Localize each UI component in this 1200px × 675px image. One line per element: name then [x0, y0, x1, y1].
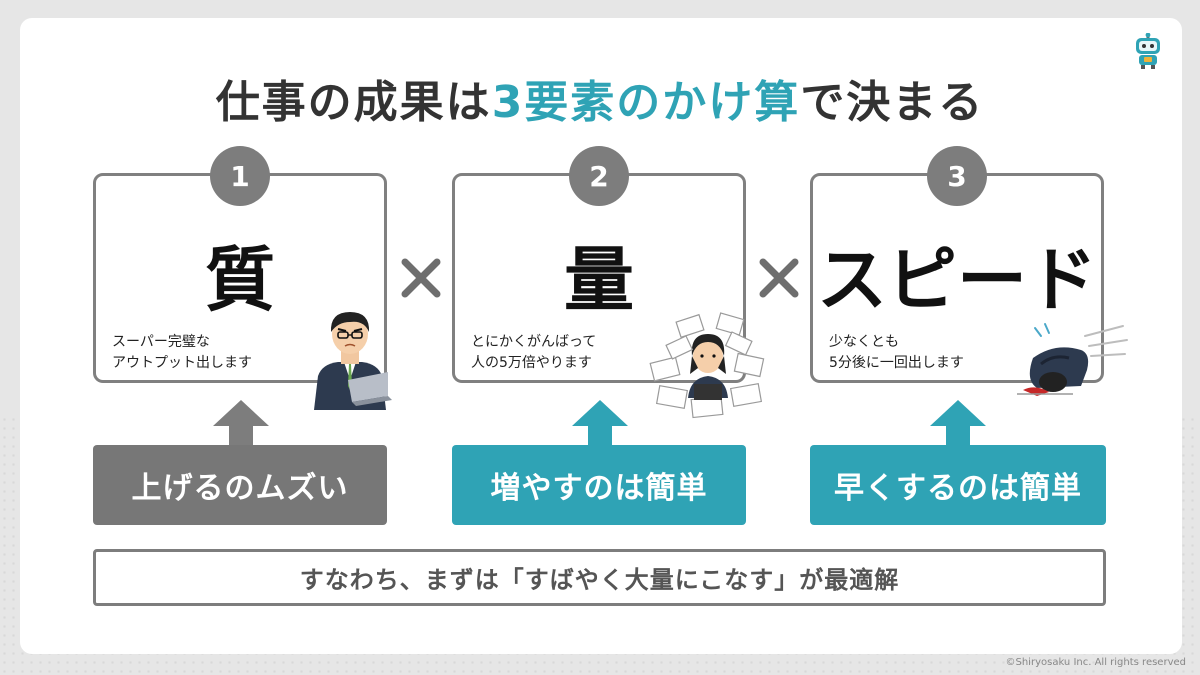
factor-description-line2: アウトプット出します — [112, 355, 252, 371]
woman-buried-in-papers-illustration — [649, 312, 765, 419]
person-sliding-fast-illustration — [1017, 323, 1128, 396]
up-arrow-icon — [572, 400, 628, 448]
robot-logo-icon — [1136, 33, 1160, 69]
factor-description: とにかくがんばって 人の5万倍やります — [471, 332, 596, 374]
factor-description: 少なくとも 5分後に一回出します — [829, 332, 964, 374]
factor-name: 質 — [205, 239, 275, 321]
businessman-laptop-illustration — [314, 312, 392, 410]
factor-description: スーパー完璧な アウトプット出します — [112, 332, 252, 374]
result-label-quantity: 増やすのは簡単 — [452, 445, 746, 525]
title-part2: で決まる — [800, 77, 985, 128]
factor-name: 量 — [564, 239, 634, 321]
title-highlight: 3要素のかけ算 — [491, 77, 801, 128]
result-label-quality: 上げるのムズい — [93, 445, 387, 525]
slide-title: 仕事の成果は3要素のかけ算で決まる — [0, 66, 1200, 128]
factor-box-speed: 3 スピード 少なくとも 5分後に一回出します — [810, 146, 1104, 383]
factor-number-badge: 1 — [210, 146, 270, 206]
factor-number-badge: 3 — [927, 146, 987, 206]
up-arrow-icon — [213, 400, 269, 448]
multiply-icon — [759, 258, 799, 298]
up-arrow-icon — [930, 400, 986, 448]
factor-description-line2: 5分後に一回出します — [829, 355, 964, 371]
conclusion-box: すなわち、まずは「すばやく大量にこなす」が最適解 — [93, 549, 1106, 606]
factor-name: スピード — [817, 239, 1097, 321]
multiply-icon — [401, 258, 441, 298]
factor-box-quantity: 2 量 とにかくがんばって 人の5万倍やります — [452, 146, 746, 383]
factor-number-badge: 2 — [569, 146, 629, 206]
factor-description-line2: 人の5万倍やります — [471, 355, 592, 371]
result-label-speed: 早くするのは簡単 — [810, 445, 1106, 525]
copyright-text: ©Shiryosaku Inc. All rights reserved — [1005, 657, 1187, 668]
factor-description-line1: とにかくがんばって — [471, 334, 597, 350]
title-part1: 仕事の成果は — [215, 77, 492, 128]
factor-description-line1: スーパー完璧な — [112, 334, 210, 350]
factor-description-line1: 少なくとも — [829, 334, 899, 350]
